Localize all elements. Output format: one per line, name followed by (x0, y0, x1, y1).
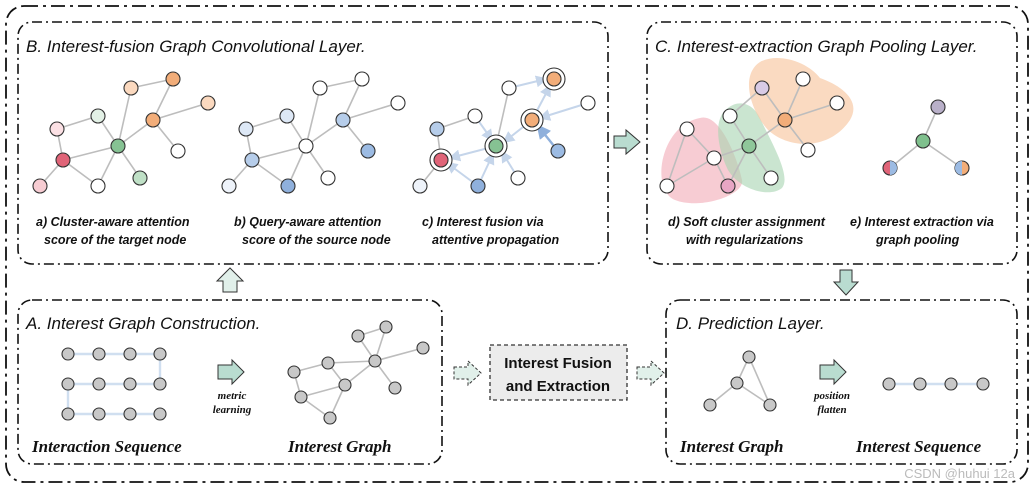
flatten-label: flatten (817, 404, 846, 416)
panel-d-frame (665, 299, 1018, 465)
flow-arrow-c-to-d (832, 269, 860, 296)
panel-a: A. Interest Graph Construction. metric l… (17, 299, 443, 465)
interaction-sequence-grid (61, 347, 167, 421)
soft-cluster-graph (659, 57, 854, 204)
flow-arrow-a-to-box (453, 359, 482, 387)
learning-label: learning (213, 404, 252, 416)
panel-b-frame (17, 21, 609, 265)
interaction-sequence-label: Interaction Sequence (31, 437, 182, 456)
position-label: position (813, 390, 850, 402)
panel-b-title: B. Interest-fusion Graph Convolutional L… (26, 37, 366, 56)
metric-label: metric (218, 390, 247, 402)
caption-d-line1: d) Soft cluster assignment (668, 215, 826, 229)
caption-d-line2: with regularizations (686, 233, 803, 247)
panel-c: C. Interest-extraction Graph Pooling Lay… (646, 21, 1018, 265)
panel-b: B. Interest-fusion Graph Convolutional L… (17, 21, 609, 265)
fusion-box-line1: Interest Fusion (504, 355, 612, 372)
pooled-graph (882, 99, 970, 176)
caption-a-line1: a) Cluster-aware attention (36, 215, 190, 229)
watermark: CSDN @huhui 12a (904, 466, 1016, 481)
caption-c-line2: attentive propagation (432, 233, 559, 247)
fusion-extraction-box: Interest Fusion and Extraction (489, 344, 628, 401)
graph-interest-fusion (412, 67, 596, 194)
flow-arrow-box-to-d (636, 359, 665, 387)
metric-learning-arrow: metric learning (213, 358, 252, 416)
panel-a-title: A. Interest Graph Construction. (25, 314, 260, 333)
caption-b-line1: b) Query-aware attention (234, 215, 382, 229)
interest-sequence-label: Interest Sequence (855, 437, 982, 456)
interest-graph-d (703, 350, 777, 412)
caption-e-line1: e) Interest extraction via (850, 215, 994, 229)
interest-graph-a-label: Interest Graph (287, 437, 391, 456)
interest-graph-d-label: Interest Graph (679, 437, 783, 456)
panel-c-title: C. Interest-extraction Graph Pooling Lay… (655, 37, 978, 56)
caption-c-line1: c) Interest fusion via (422, 215, 544, 229)
caption-b-line2: score of the source node (242, 233, 391, 247)
position-flatten-arrow: position flatten (813, 358, 850, 416)
graph-query-attention (221, 71, 406, 194)
panel-d: D. Prediction Layer. position flatten In… (665, 299, 1018, 465)
panel-d-title: D. Prediction Layer. (676, 314, 825, 333)
caption-e-line2: graph pooling (875, 233, 960, 247)
graph-cluster-attention (32, 71, 216, 194)
fusion-box-line2: and Extraction (506, 378, 610, 395)
caption-a-line2: score of the target node (44, 233, 186, 247)
interest-sequence-d (882, 377, 990, 391)
outer-frame (5, 5, 1029, 483)
flow-arrow-b-to-c (613, 128, 641, 156)
interest-graph-a (287, 320, 430, 425)
panel-a-frame (17, 299, 443, 465)
flow-arrow-a-to-b (215, 267, 245, 293)
